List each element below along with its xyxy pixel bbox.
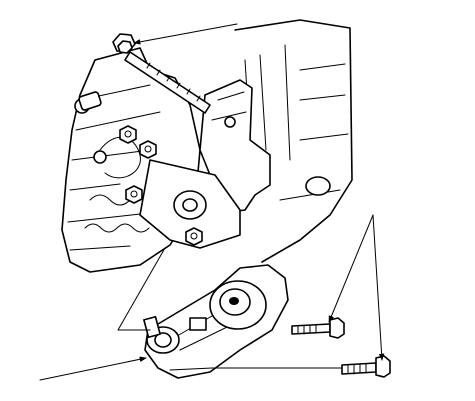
engine-block: [61, 47, 201, 273]
mount-bolt-lower: [341, 355, 391, 378]
mount-bolt-upper: [291, 317, 345, 339]
bracket-bolt-2: [139, 140, 157, 159]
bracket-bolt-3: [125, 185, 143, 204]
through-bolt: [112, 33, 211, 114]
mount-bracket: [139, 79, 271, 249]
rear-mount: [143, 264, 289, 379]
bracket-bolt-4: [185, 227, 203, 246]
leader-lines: [39, 23, 385, 381]
bracket-bolts: [119, 125, 203, 246]
bracket-bolt-1: [119, 125, 137, 144]
